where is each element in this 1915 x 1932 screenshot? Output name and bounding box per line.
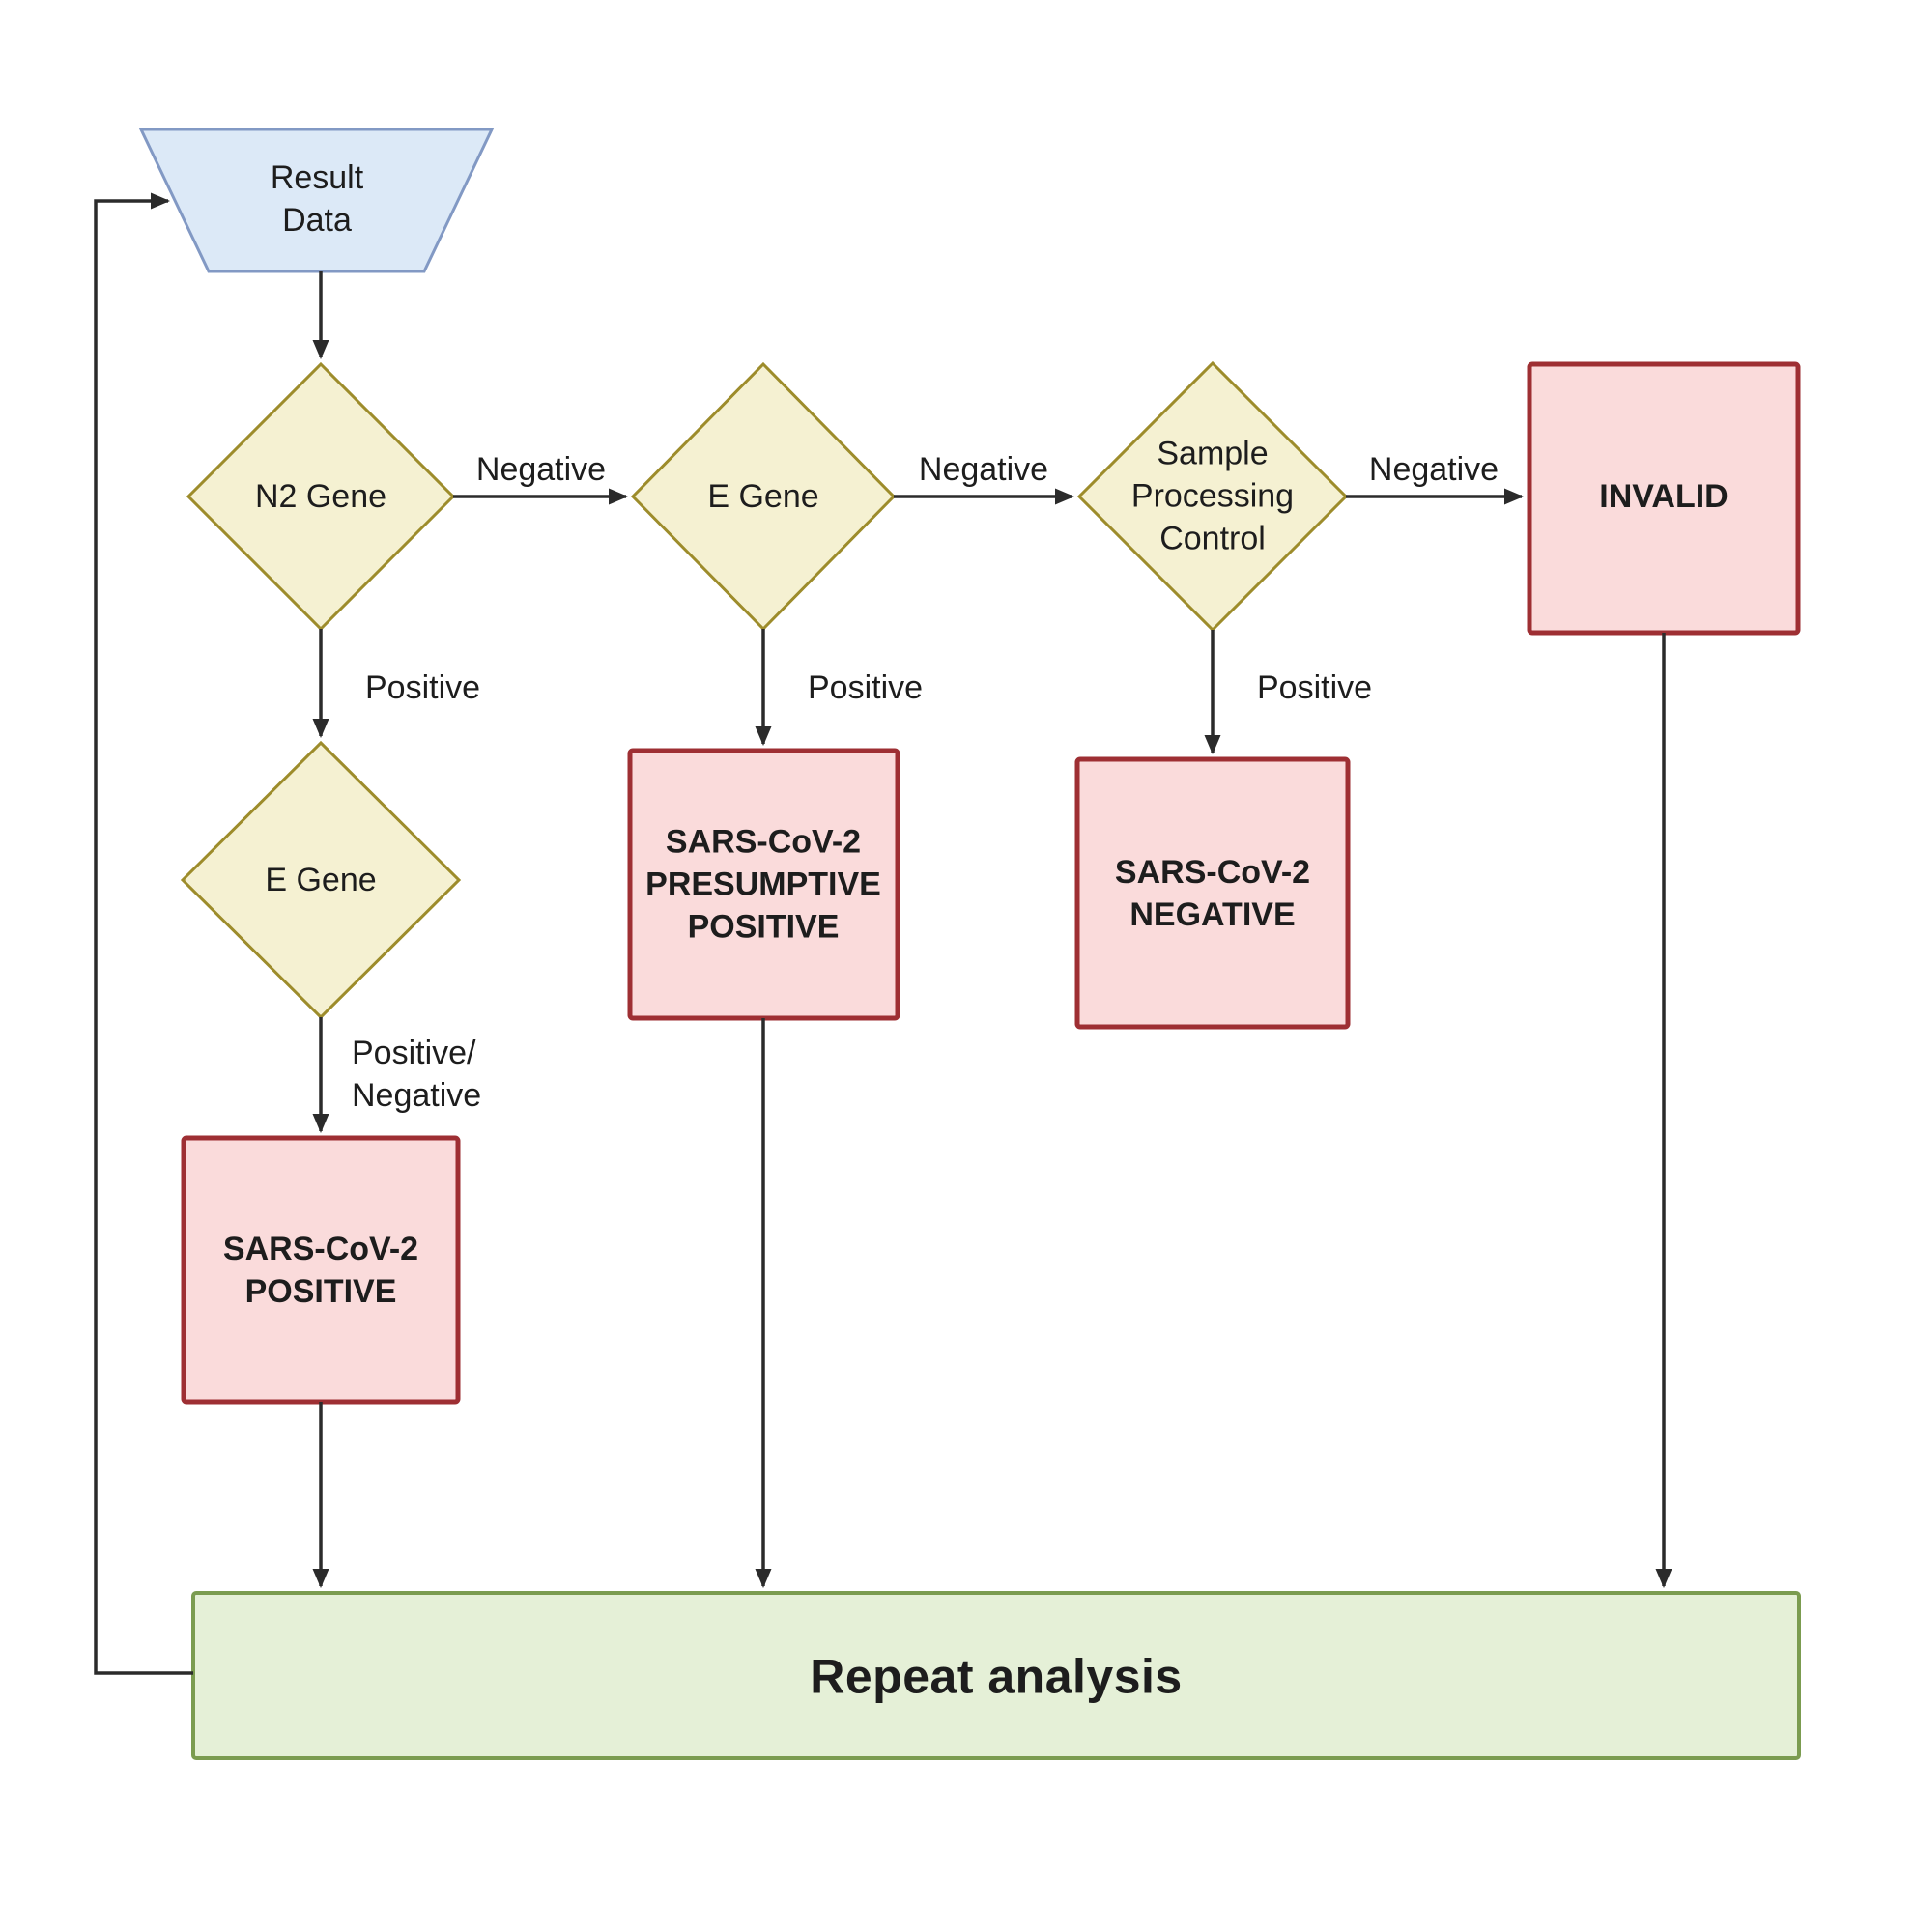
repeat-analysis-label: Repeat analysis [810, 1649, 1183, 1704]
edge-label-egene-negative: Negative [918, 450, 1049, 488]
edge-label-spc-negative: Negative [1368, 450, 1500, 488]
sars-positive-label: SARS-CoV-2 POSITIVE [222, 1230, 419, 1310]
n2-gene-label: N2 Gene [254, 477, 387, 515]
sample-processing-control-label: Sample Processing Control [1130, 435, 1295, 558]
edge-label-spc-positive: Positive [1257, 668, 1373, 706]
result-data-label: Result Data [270, 158, 364, 239]
invalid-label: INVALID [1599, 477, 1729, 515]
edge-label-egene-positive: Positive [808, 668, 924, 706]
e-gene-top-label: E Gene [707, 477, 819, 515]
result-data-node [138, 128, 495, 273]
edge-label-n2-positive: Positive [365, 668, 481, 706]
edge-label-egene-bottom-outcome: Positive/ Negative [352, 1034, 482, 1114]
arrow-repeat-to-result-feedback [94, 192, 193, 1675]
edge-label-n2-negative: Negative [475, 450, 607, 488]
sars-negative-box [1074, 756, 1351, 1030]
repeat-analysis-box [191, 1591, 1801, 1760]
e-gene-bottom-label: E Gene [265, 861, 377, 898]
sars-presumptive-positive-label: SARS-CoV-2 PRESUMPTIVE POSITIVE [645, 823, 881, 947]
sars-negative-label: SARS-CoV-2 NEGATIVE [1114, 853, 1311, 933]
